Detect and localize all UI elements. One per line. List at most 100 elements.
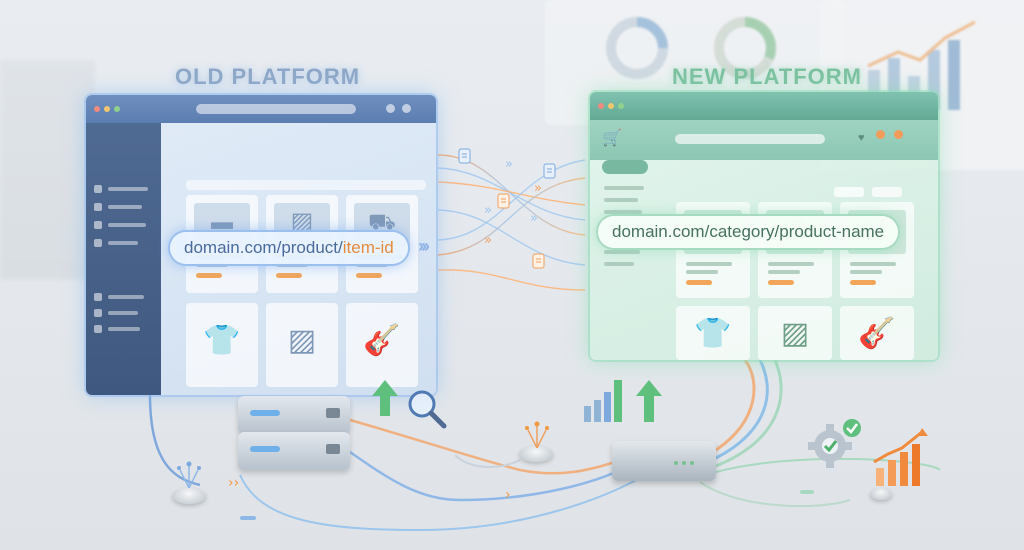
store-header: 🛒 ♥ bbox=[590, 120, 938, 160]
minimize-dot bbox=[608, 103, 614, 109]
product-meta bbox=[850, 270, 882, 274]
category-item[interactable] bbox=[604, 210, 642, 214]
port-light bbox=[690, 461, 694, 465]
product-meta bbox=[196, 263, 228, 267]
header-bar bbox=[186, 180, 426, 190]
close-dot bbox=[598, 103, 604, 109]
notification-badge[interactable] bbox=[876, 130, 885, 139]
old-platform-title: OLD PLATFORM bbox=[175, 64, 361, 89]
server-led bbox=[250, 410, 280, 416]
sidebar-item[interactable] bbox=[108, 327, 140, 331]
product-meta bbox=[686, 270, 718, 274]
sidebar-item[interactable] bbox=[108, 223, 146, 227]
image-icon: ▨ bbox=[287, 324, 317, 357]
product-card[interactable]: ▨ bbox=[266, 303, 338, 387]
network-node bbox=[870, 488, 892, 500]
category-item[interactable] bbox=[604, 198, 638, 202]
document-icon bbox=[543, 163, 556, 179]
growth-chart-icon bbox=[873, 428, 928, 486]
alert-badge[interactable] bbox=[894, 130, 903, 139]
menu-icon[interactable] bbox=[94, 203, 102, 211]
cart-icon[interactable]: 🛒 bbox=[602, 130, 622, 147]
category-item[interactable] bbox=[604, 186, 644, 190]
cart-icon: ⛟ bbox=[368, 209, 396, 234]
product-card[interactable]: 🎸 bbox=[840, 306, 914, 360]
svg-text:»: » bbox=[505, 157, 513, 172]
close-dot bbox=[94, 106, 100, 112]
connector-dots bbox=[240, 516, 256, 520]
grid-icon[interactable] bbox=[94, 293, 102, 301]
image-icon: ▨ bbox=[290, 208, 314, 235]
network-node bbox=[519, 446, 553, 462]
category-item[interactable] bbox=[604, 250, 640, 254]
growth-bars-icon bbox=[584, 380, 662, 422]
list-icon[interactable] bbox=[94, 309, 102, 317]
document-icon bbox=[497, 193, 510, 209]
sidebar-item[interactable] bbox=[108, 311, 138, 315]
network-switch bbox=[612, 441, 716, 481]
address-bar[interactable] bbox=[196, 104, 356, 114]
search-bar[interactable] bbox=[675, 134, 825, 144]
document-icon bbox=[532, 253, 545, 269]
svg-text:»: » bbox=[484, 203, 492, 218]
heart-icon[interactable]: ♥ bbox=[858, 132, 865, 144]
product-meta bbox=[356, 263, 388, 267]
magnifier-icon bbox=[408, 390, 447, 429]
network-node bbox=[172, 488, 206, 504]
up-arrow-icon bbox=[372, 380, 398, 416]
sidebar-item[interactable] bbox=[108, 205, 142, 209]
tshirt-icon: 👕 bbox=[694, 317, 732, 350]
maximize-dot bbox=[618, 103, 624, 109]
sidebar-item[interactable] bbox=[108, 295, 144, 299]
product-title bbox=[686, 262, 732, 266]
sidebar-item[interactable] bbox=[108, 241, 138, 245]
price-tag bbox=[768, 280, 794, 285]
product-card[interactable]: 👕 bbox=[676, 306, 750, 360]
document-icon bbox=[458, 148, 471, 164]
category-button[interactable] bbox=[602, 160, 648, 174]
browser-toolbar bbox=[86, 95, 436, 123]
product-title bbox=[850, 262, 896, 266]
svg-text:››: ›› bbox=[228, 475, 239, 491]
sidebar-item[interactable] bbox=[108, 187, 148, 191]
connector-dots bbox=[800, 490, 814, 494]
chart-icon[interactable] bbox=[94, 239, 102, 247]
gear-check-icon bbox=[808, 419, 861, 468]
port-light bbox=[682, 461, 686, 465]
menu-icon[interactable] bbox=[94, 185, 102, 193]
svg-text:»: » bbox=[484, 233, 492, 248]
price-tag bbox=[356, 273, 382, 278]
signal-icon bbox=[525, 421, 549, 448]
new-url-pill: domain.com/category/product-name bbox=[598, 216, 899, 248]
price-tag bbox=[686, 280, 712, 285]
user-icon[interactable] bbox=[94, 221, 102, 229]
product-title bbox=[768, 262, 814, 266]
image-icon: ▨ bbox=[780, 317, 810, 350]
category-item[interactable] bbox=[604, 262, 634, 266]
product-meta bbox=[768, 270, 800, 274]
svg-text:›: › bbox=[505, 487, 511, 503]
sort-dropdown[interactable] bbox=[872, 187, 902, 197]
tshirt-icon: 👕 bbox=[203, 324, 241, 357]
old-sidebar bbox=[86, 123, 161, 395]
toolbar-icon[interactable] bbox=[402, 104, 411, 113]
product-card[interactable]: 🎸 bbox=[346, 303, 418, 387]
svg-text:»: » bbox=[534, 181, 542, 196]
server-unit bbox=[238, 432, 350, 470]
minimize-dot bbox=[104, 106, 110, 112]
new-url: domain.com/category/product-name bbox=[612, 222, 885, 241]
toolbar-icon[interactable] bbox=[386, 104, 395, 113]
server-led bbox=[250, 446, 280, 452]
signal-icon bbox=[177, 461, 201, 488]
maximize-dot bbox=[114, 106, 120, 112]
browser-toolbar bbox=[590, 92, 938, 120]
product-card[interactable]: ▨ bbox=[758, 306, 832, 360]
filter-dropdown[interactable] bbox=[834, 187, 864, 197]
settings-icon[interactable] bbox=[94, 325, 102, 333]
box-icon: ▬ bbox=[211, 209, 233, 234]
product-card[interactable]: 👕 bbox=[186, 303, 258, 387]
new-platform-title: NEW PLATFORM bbox=[672, 64, 863, 89]
guitar-icon: 🎸 bbox=[858, 317, 896, 350]
